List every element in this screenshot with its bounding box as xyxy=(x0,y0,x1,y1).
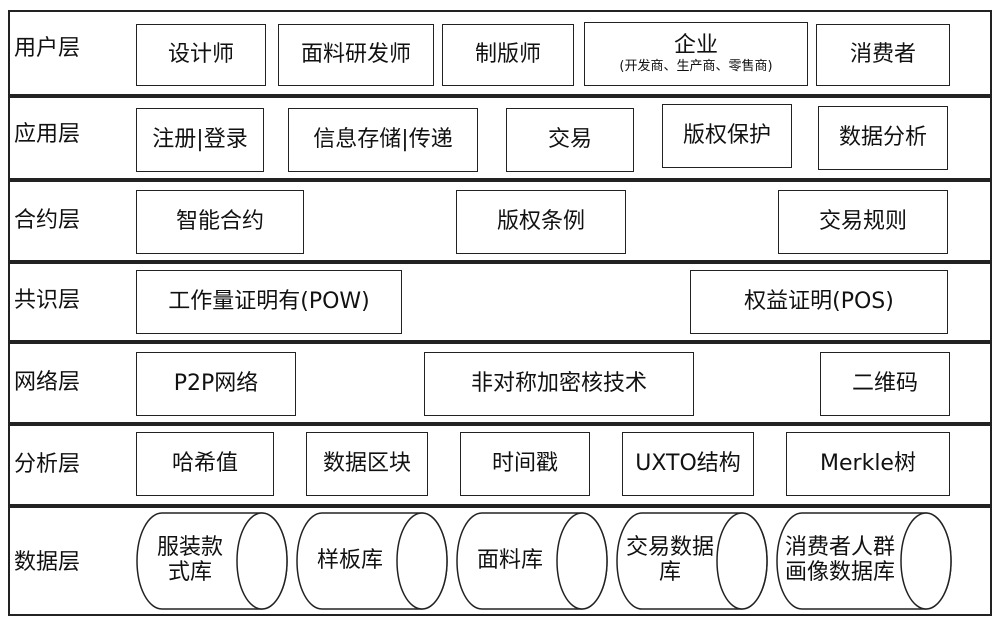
layer-row-application xyxy=(8,96,992,180)
layer-label-application: 应用层 xyxy=(14,122,81,147)
user-designer-box: 设计师 xyxy=(136,24,266,86)
data-clothing-style-text: 服装款式库 xyxy=(156,535,223,585)
data-trade-db: 交易数据库 xyxy=(616,512,768,610)
layer-row-contract xyxy=(8,180,992,262)
data-consumer-profile-db: 消费者人群画像数据库 xyxy=(776,512,952,610)
data-clothing-style-label: 服装款式库 xyxy=(140,512,240,610)
consensus-pow-box: 工作量证明有(POW) xyxy=(136,270,402,334)
app-trade-box: 交易 xyxy=(506,108,634,172)
data-fabric-db: 面料库 xyxy=(456,512,608,610)
app-info-storage-box: 信息存储|传递 xyxy=(288,108,478,172)
analysis-block-box: 数据区块 xyxy=(306,432,428,496)
network-asymmetric-crypto-box: 非对称加密核技术 xyxy=(424,352,694,416)
user-consumer-box: 消费者 xyxy=(816,24,950,86)
data-consumer-profile-label: 消费者人群画像数据库 xyxy=(776,512,904,610)
cylinder-shape xyxy=(776,512,952,610)
layer-label-network: 网络层 xyxy=(14,370,81,395)
layer-label-contract: 合约层 xyxy=(14,208,81,233)
data-fabric-label: 面料库 xyxy=(476,547,543,573)
cylinder-shape xyxy=(296,512,448,610)
cylinder-shape xyxy=(616,512,768,610)
cylinder-shape xyxy=(456,512,608,610)
contract-trade-rules-box: 交易规则 xyxy=(778,190,948,254)
network-qrcode-box: 二维码 xyxy=(820,352,950,416)
data-clothing-style-db: 服装款式库 xyxy=(136,512,288,610)
analysis-utxo-box: UXTO结构 xyxy=(622,432,754,496)
contract-smart-box: 智能合约 xyxy=(136,190,304,254)
consensus-pos-box: 权益证明(POS) xyxy=(690,270,948,334)
analysis-timestamp-box: 时间戳 xyxy=(460,432,590,496)
layer-label-data: 数据层 xyxy=(14,550,81,575)
layer-label-consensus: 共识层 xyxy=(14,288,81,313)
app-register-login-box: 注册|登录 xyxy=(136,108,264,172)
data-pattern-db: 样板库 xyxy=(296,512,448,610)
enterprise-sublabel: (开发商、生产商、零售商) xyxy=(619,59,773,75)
data-trade-text: 交易数据库 xyxy=(625,535,714,585)
network-p2p-box: P2P网络 xyxy=(136,352,296,416)
layer-label-analysis: 分析层 xyxy=(14,452,81,477)
layer-row-analysis xyxy=(8,424,992,506)
layer-row-consensus xyxy=(8,262,992,342)
enterprise-label: 企业 xyxy=(673,32,718,58)
layer-row-data xyxy=(8,506,992,616)
analysis-hash-box: 哈希值 xyxy=(136,432,274,496)
contract-copyright-rules-box: 版权条例 xyxy=(456,190,626,254)
user-pattern-maker-box: 制版师 xyxy=(442,24,574,86)
data-trade-label: 交易数据库 xyxy=(620,512,720,610)
layer-label-user: 用户层 xyxy=(14,36,81,61)
user-fabric-developer-box: 面料研发师 xyxy=(278,24,434,86)
user-enterprise-box: 企业 (开发商、生产商、零售商) xyxy=(584,22,808,86)
layer-row-user xyxy=(8,10,992,96)
analysis-merkle-box: Merkle树 xyxy=(786,432,950,496)
app-copyright-box: 版权保护 xyxy=(662,104,792,168)
data-pattern-label: 样板库 xyxy=(316,547,383,573)
cylinder-shape xyxy=(136,512,288,610)
app-data-analysis-box: 数据分析 xyxy=(818,106,948,170)
data-consumer-profile-text: 消费者人群画像数据库 xyxy=(784,535,895,585)
layer-row-network xyxy=(8,342,992,424)
